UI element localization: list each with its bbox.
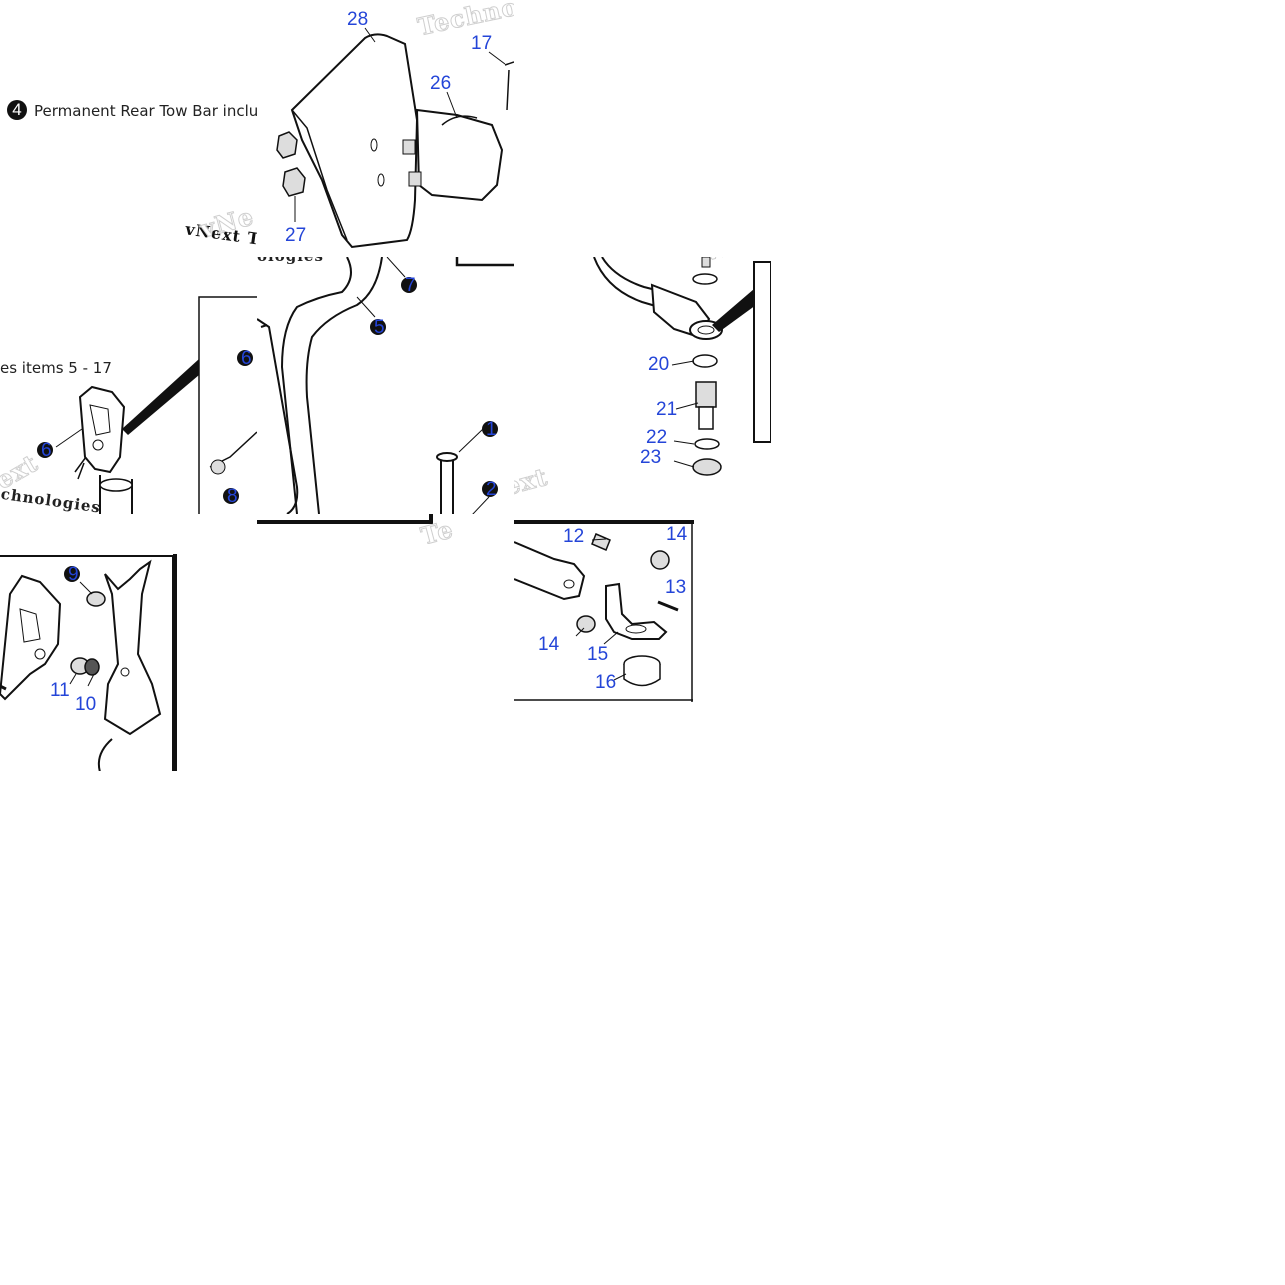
tile-bottom-left: 9 11 10 <box>0 514 257 771</box>
callout-2: 2 <box>482 479 498 500</box>
callout-23: 23 <box>640 447 662 468</box>
callout-17: 17 <box>471 33 493 54</box>
bracket-drawing <box>276 27 514 249</box>
latch-detail-drawing <box>0 554 177 771</box>
tile-top-left: 4 Permanent Rear Tow Bar include vNext T… <box>0 0 257 257</box>
callout-21: 21 <box>656 399 678 420</box>
tile-bottom-center: Te <box>257 514 514 544</box>
tile-center: ologies 7 5 1 2 <box>257 257 514 514</box>
callout-9: 9 <box>64 564 80 585</box>
callout-15: 15 <box>587 644 609 665</box>
tow-bar-drawing <box>257 257 514 514</box>
callout-20: 20 <box>648 354 670 375</box>
tow-bar-marker: 4 <box>7 100 27 120</box>
callout-27: 27 <box>285 225 307 246</box>
tile-top-middle: Techno 28 26 17 27 <box>257 0 514 257</box>
latch-drawing <box>55 296 257 514</box>
callout-14: 14 <box>666 524 688 545</box>
callout-6: 6 <box>237 348 253 369</box>
tile-middle-right: vNe ext 20 21 22 23 <box>514 257 771 514</box>
callout-28: 28 <box>347 9 369 30</box>
callout-26: 26 <box>430 73 452 94</box>
frame-edge <box>257 514 433 524</box>
callout-16: 16 <box>595 672 617 693</box>
callout-13: 13 <box>665 577 687 598</box>
callout-11: 11 <box>50 680 70 701</box>
tile-bottom-right: 12 14 13 14 15 16 <box>514 514 771 704</box>
tile-middle-left: es items 5 - 17 6 6 8 ext echnologies <box>0 257 257 514</box>
clevis-drawing <box>593 257 771 476</box>
callout-7: 7 <box>401 275 417 296</box>
watermark: ologies <box>257 257 324 265</box>
items-note: es items 5 - 17 <box>0 359 112 377</box>
callout-12: 12 <box>563 526 585 547</box>
callout-5: 5 <box>370 317 386 338</box>
tow-bar-note: Permanent Rear Tow Bar include <box>34 102 257 120</box>
callout-10: 10 <box>75 694 97 715</box>
callout-22: 22 <box>646 427 668 448</box>
callout-1: 1 <box>482 419 498 440</box>
callout-14: 14 <box>538 634 560 655</box>
callout-8: 8 <box>223 486 239 507</box>
pin-detail-drawing <box>514 520 694 702</box>
callout-6: 6 <box>37 440 53 461</box>
